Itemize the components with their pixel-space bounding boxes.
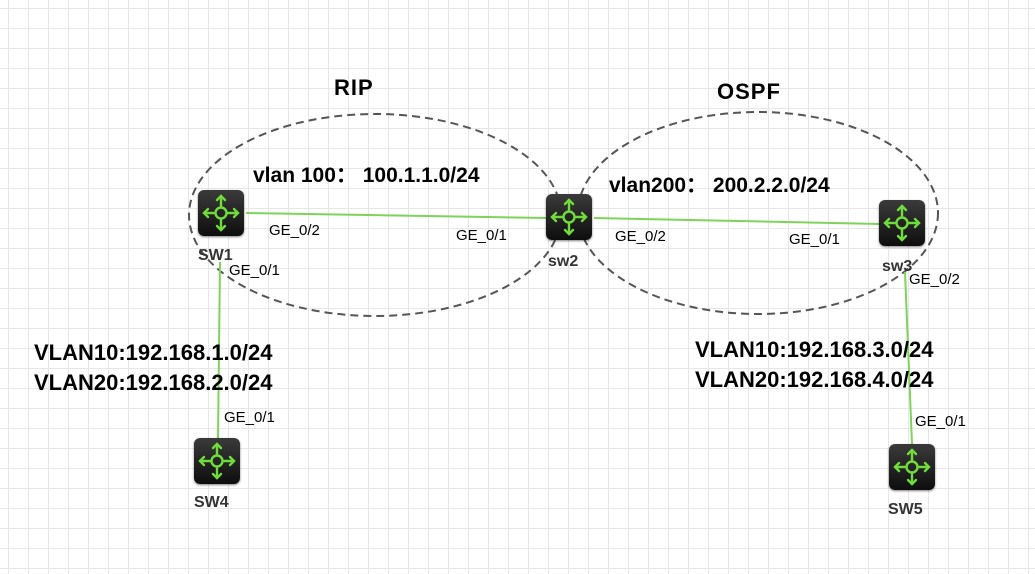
sw1-vlan-block: VLAN10:192.168.1.0/24 VLAN20:192.168.2.0…	[34, 338, 273, 398]
port-sw1-ge01: GE_0/1	[229, 262, 280, 279]
sw1-vlan10: VLAN10:192.168.1.0/24	[34, 340, 273, 365]
port-sw3-ge02: GE_0/2	[909, 271, 960, 288]
port-sw1-ge02: GE_0/2	[269, 222, 320, 239]
ospf-area-label: OSPF	[717, 79, 781, 104]
link-sw1-sw2	[245, 212, 548, 219]
switch-sw4[interactable]	[194, 438, 240, 484]
switch-sw2[interactable]	[546, 194, 592, 240]
switch-sw5[interactable]	[889, 444, 935, 490]
device-label-sw5: SW5	[888, 501, 923, 518]
port-sw4-ge01: GE_0/1	[224, 409, 275, 426]
device-label-sw2: sw2	[548, 253, 579, 270]
switch-router-icon	[202, 194, 240, 232]
port-sw3-ge01: GE_0/1	[789, 231, 840, 248]
device-label-sw1: SW1	[198, 247, 233, 264]
link-sw1-sw4	[217, 261, 221, 439]
switch-sw3[interactable]	[879, 200, 925, 246]
switch-router-icon	[198, 442, 236, 480]
sw3-vlan10: VLAN10:192.168.3.0/24	[695, 337, 934, 362]
sw1-vlan20: VLAN20:192.168.2.0/24	[34, 370, 273, 395]
switch-sw1[interactable]	[198, 190, 244, 236]
switch-router-icon	[883, 204, 921, 242]
sw3-vlan-block: VLAN10:192.168.3.0/24 VLAN20:192.168.4.0…	[695, 335, 934, 395]
switch-router-icon	[550, 198, 588, 236]
port-sw2-ge02: GE_0/2	[615, 228, 666, 245]
link-sw2-sw3-subnet: vlan200： 200.2.2.0/24	[609, 174, 830, 197]
link-sw1-sw2-subnet: vlan 100： 100.1.1.0/24	[253, 164, 480, 187]
device-label-sw4: SW4	[194, 494, 229, 511]
sw3-vlan20: VLAN20:192.168.4.0/24	[695, 367, 934, 392]
link-sw2-sw3	[593, 217, 881, 225]
port-sw2-ge01: GE_0/1	[456, 227, 507, 244]
rip-area-label: RIP	[334, 75, 374, 100]
device-label-sw3: sw3	[882, 258, 913, 275]
port-sw5-ge01: GE_0/1	[915, 413, 966, 430]
link-sw3-sw5	[904, 271, 913, 445]
switch-router-icon	[893, 448, 931, 486]
